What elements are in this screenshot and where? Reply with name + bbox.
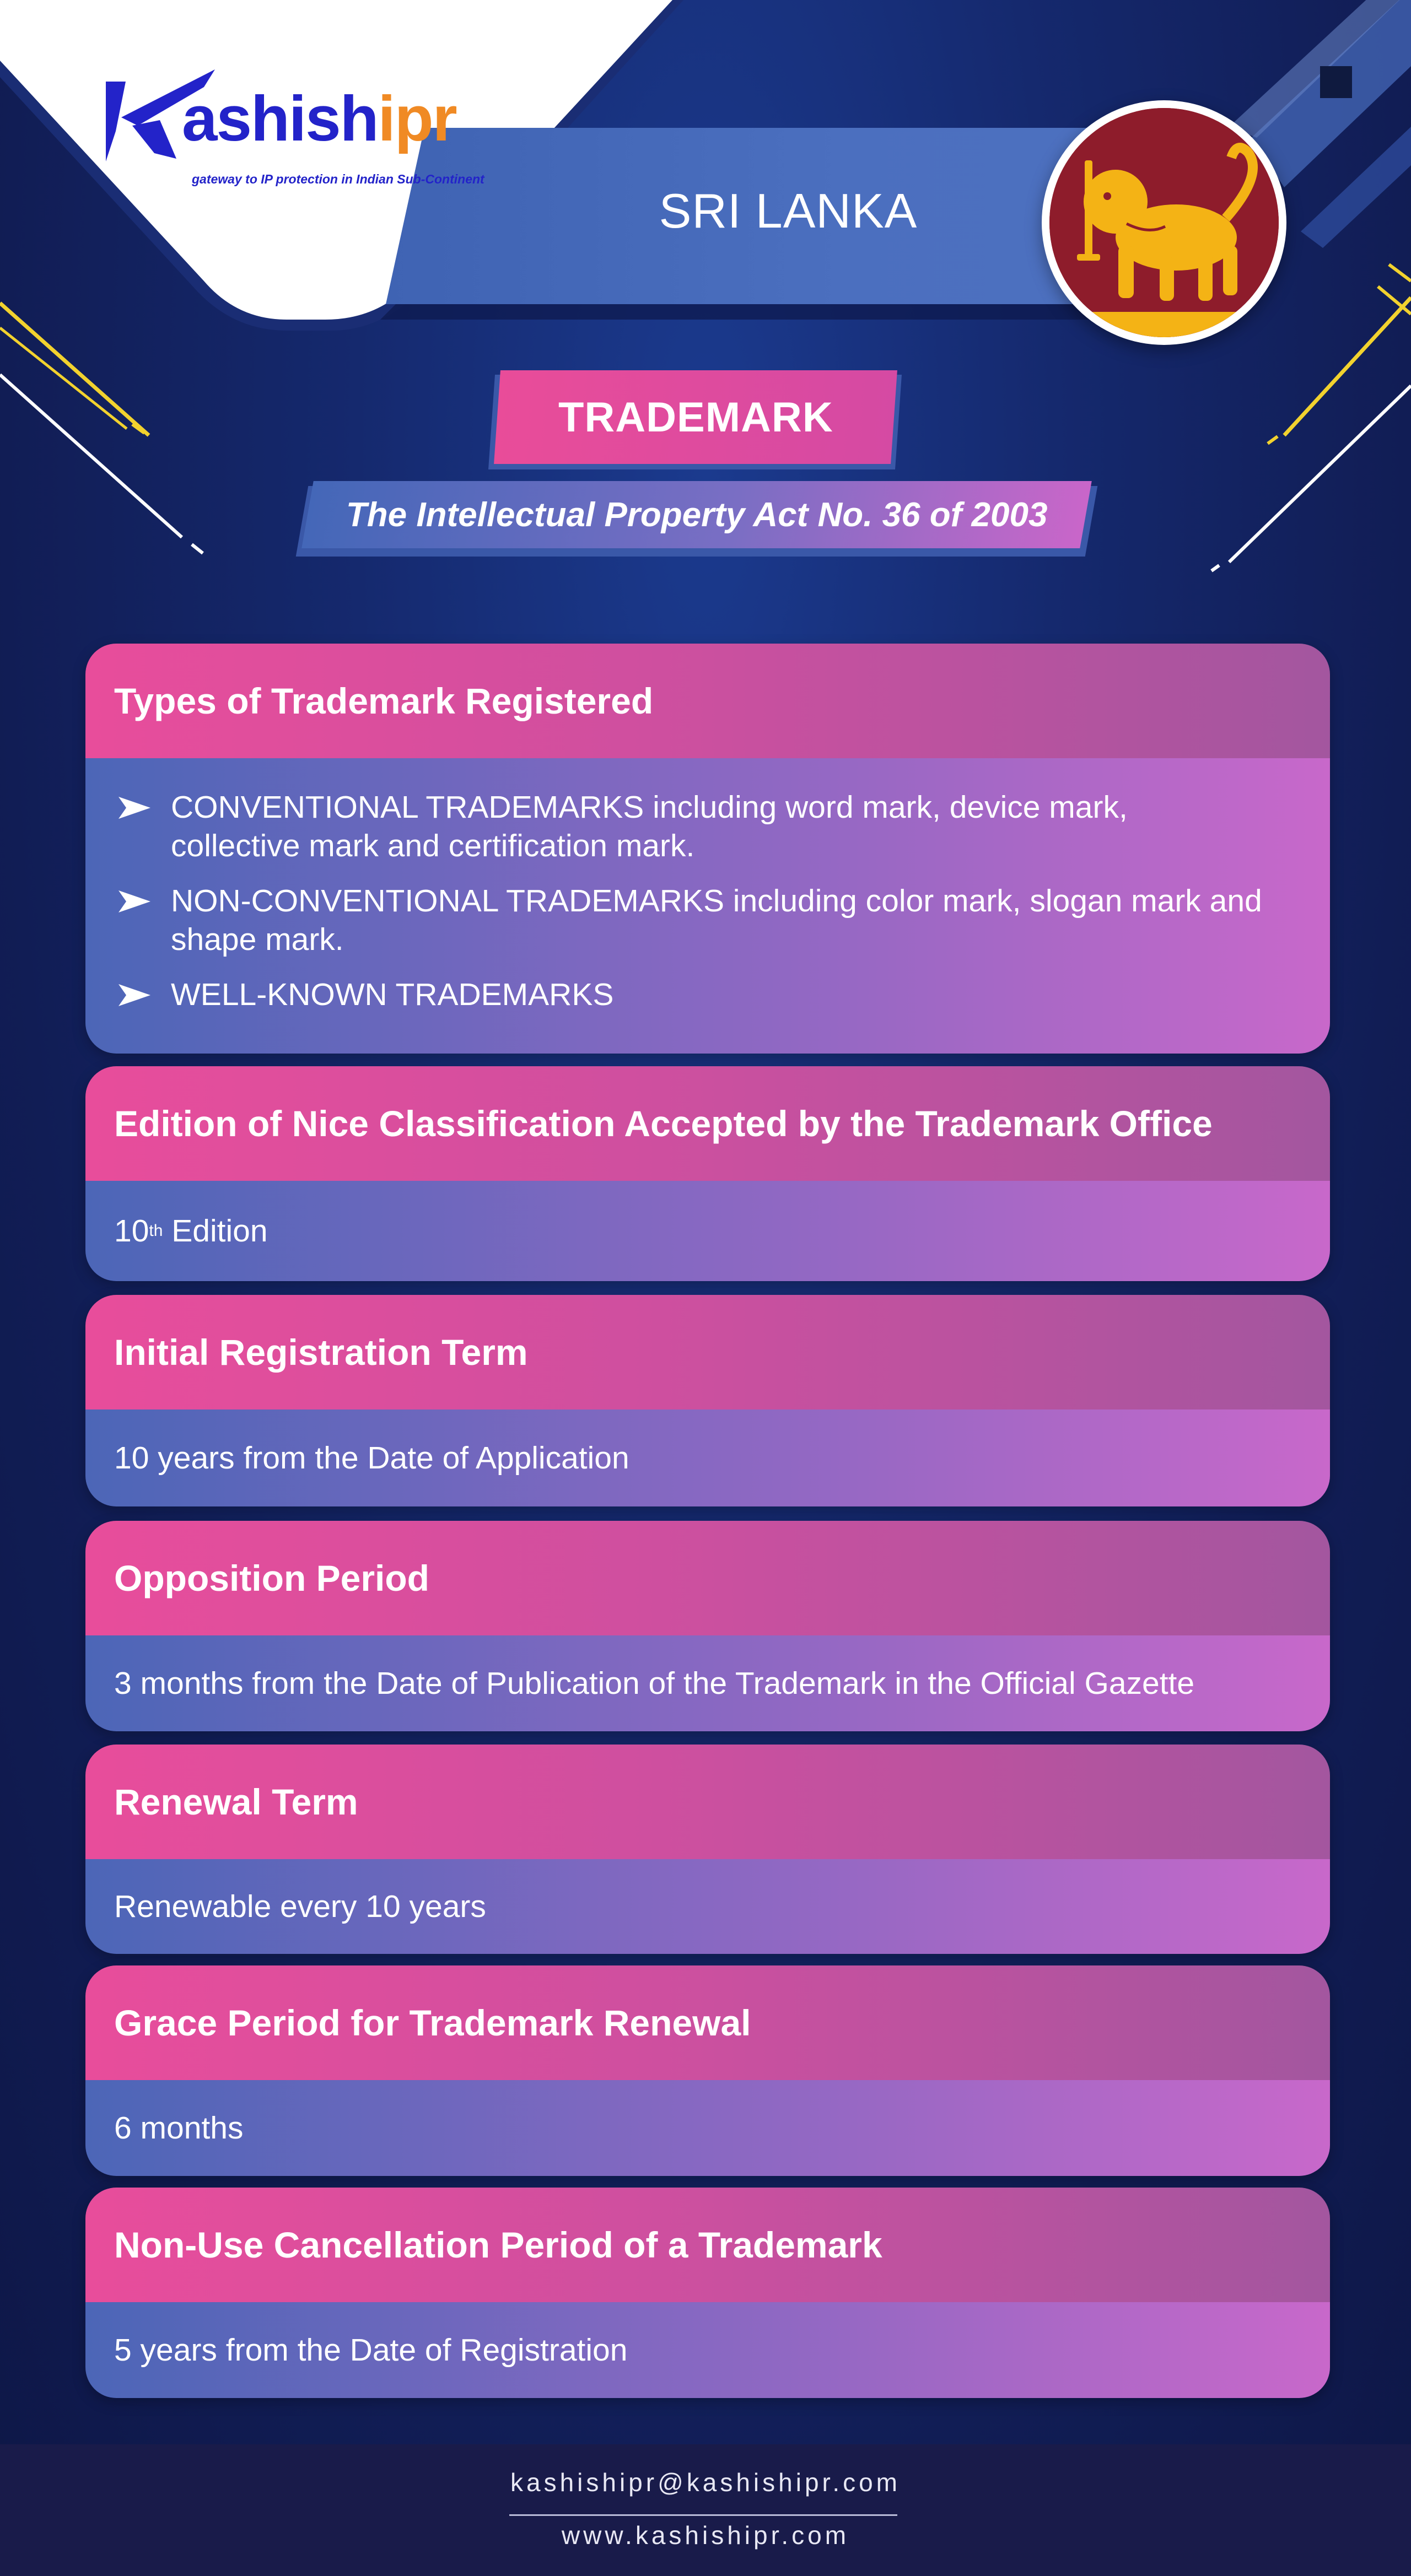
footer-website-link[interactable]: www.kashishipr.com xyxy=(561,2521,850,2550)
logo-k-mark-icon xyxy=(106,69,215,161)
background-decoration xyxy=(0,0,1411,573)
types-card: Types of Trademark Registered CONVENTION… xyxy=(85,644,1330,1054)
list-item-line: WELL-KNOWN TRADEMARKS xyxy=(171,977,614,1012)
types-card-title: Types of Trademark Registered xyxy=(85,644,1330,758)
logo-wordmark-blue: ashish xyxy=(182,83,379,154)
types-card-body: CONVENTIONAL TRADEMARKS including word m… xyxy=(85,758,1330,1054)
grace-card: Grace Period for Trademark Renewal 6 mon… xyxy=(85,1965,1330,2176)
non-use-title: Non-Use Cancellation Period of a Tradema… xyxy=(85,2188,1330,2302)
renewal-value: Renewable every 10 years xyxy=(85,1859,1330,1954)
logo-wordmark-orange: ipr xyxy=(378,83,457,154)
list-item-line: CONVENTIONAL TRADEMARKS including word m… xyxy=(171,790,1128,825)
initial-term-value: 10 years from the Date of Application xyxy=(85,1409,1330,1506)
footer-divider xyxy=(509,2514,897,2516)
list-item: NON-CONVENTIONAL TRADEMARKS including co… xyxy=(114,882,1301,959)
logo-tagline: gateway to IP protection in Indian Sub-C… xyxy=(192,172,484,186)
country-title: SRI LANKA xyxy=(659,183,918,238)
trademark-label-text: TRADEMARK xyxy=(558,393,833,441)
opposition-title: Opposition Period xyxy=(85,1521,1330,1635)
nice-edition-suffix: th xyxy=(149,1222,163,1240)
list-item-line: collective mark and certification mark. xyxy=(171,828,695,863)
footer-email-link[interactable]: kashishipr@kashishipr.com xyxy=(510,2468,901,2497)
renewal-title: Renewal Term xyxy=(85,1745,1330,1859)
footer xyxy=(0,2444,1411,2576)
grace-title: Grace Period for Trademark Renewal xyxy=(85,1965,1330,2080)
nice-card-title: Edition of Nice Classification Accepted … xyxy=(85,1066,1330,1181)
flag-badge xyxy=(1042,100,1286,345)
non-use-card: Non-Use Cancellation Period of a Tradema… xyxy=(85,2188,1330,2398)
nice-edition-number: 10 xyxy=(114,1213,149,1249)
non-use-value: 5 years from the Date of Registration xyxy=(85,2302,1330,2398)
initial-term-card: Initial Registration Term 10 years from … xyxy=(85,1295,1330,1506)
list-item-line: NON-CONVENTIONAL TRADEMARKS including co… xyxy=(171,883,1262,919)
act-label-text: The Intellectual Property Act No. 36 of … xyxy=(346,495,1048,534)
initial-term-title: Initial Registration Term xyxy=(85,1295,1330,1409)
arrow-bullet-icon xyxy=(119,797,150,819)
title-band xyxy=(386,128,1146,304)
grace-value: 6 months xyxy=(85,2080,1330,2176)
renewal-card: Renewal Term Renewable every 10 years xyxy=(85,1745,1330,1954)
list-item: WELL-KNOWN TRADEMARKS xyxy=(114,975,1301,1014)
logo-wordmark: ashishipr xyxy=(182,82,457,155)
arrow-bullet-icon xyxy=(119,984,150,1006)
kashishipr-logo: ashishipr xyxy=(99,65,485,208)
arrow-bullet-icon xyxy=(119,890,150,912)
sri-lanka-lion-flag-icon xyxy=(1049,108,1279,337)
opposition-value: 3 months from the Date of Publication of… xyxy=(85,1635,1330,1731)
opposition-card: Opposition Period 3 months from the Date… xyxy=(85,1521,1330,1731)
list-item: CONVENTIONAL TRADEMARKS including word m… xyxy=(114,788,1301,865)
nice-card: Edition of Nice Classification Accepted … xyxy=(85,1066,1330,1281)
act-label: The Intellectual Property Act No. 36 of … xyxy=(301,481,1092,548)
nice-edition-text: Edition xyxy=(163,1213,268,1249)
trademark-label: TRADEMARK xyxy=(494,370,897,464)
list-item-line: shape mark. xyxy=(171,922,344,957)
